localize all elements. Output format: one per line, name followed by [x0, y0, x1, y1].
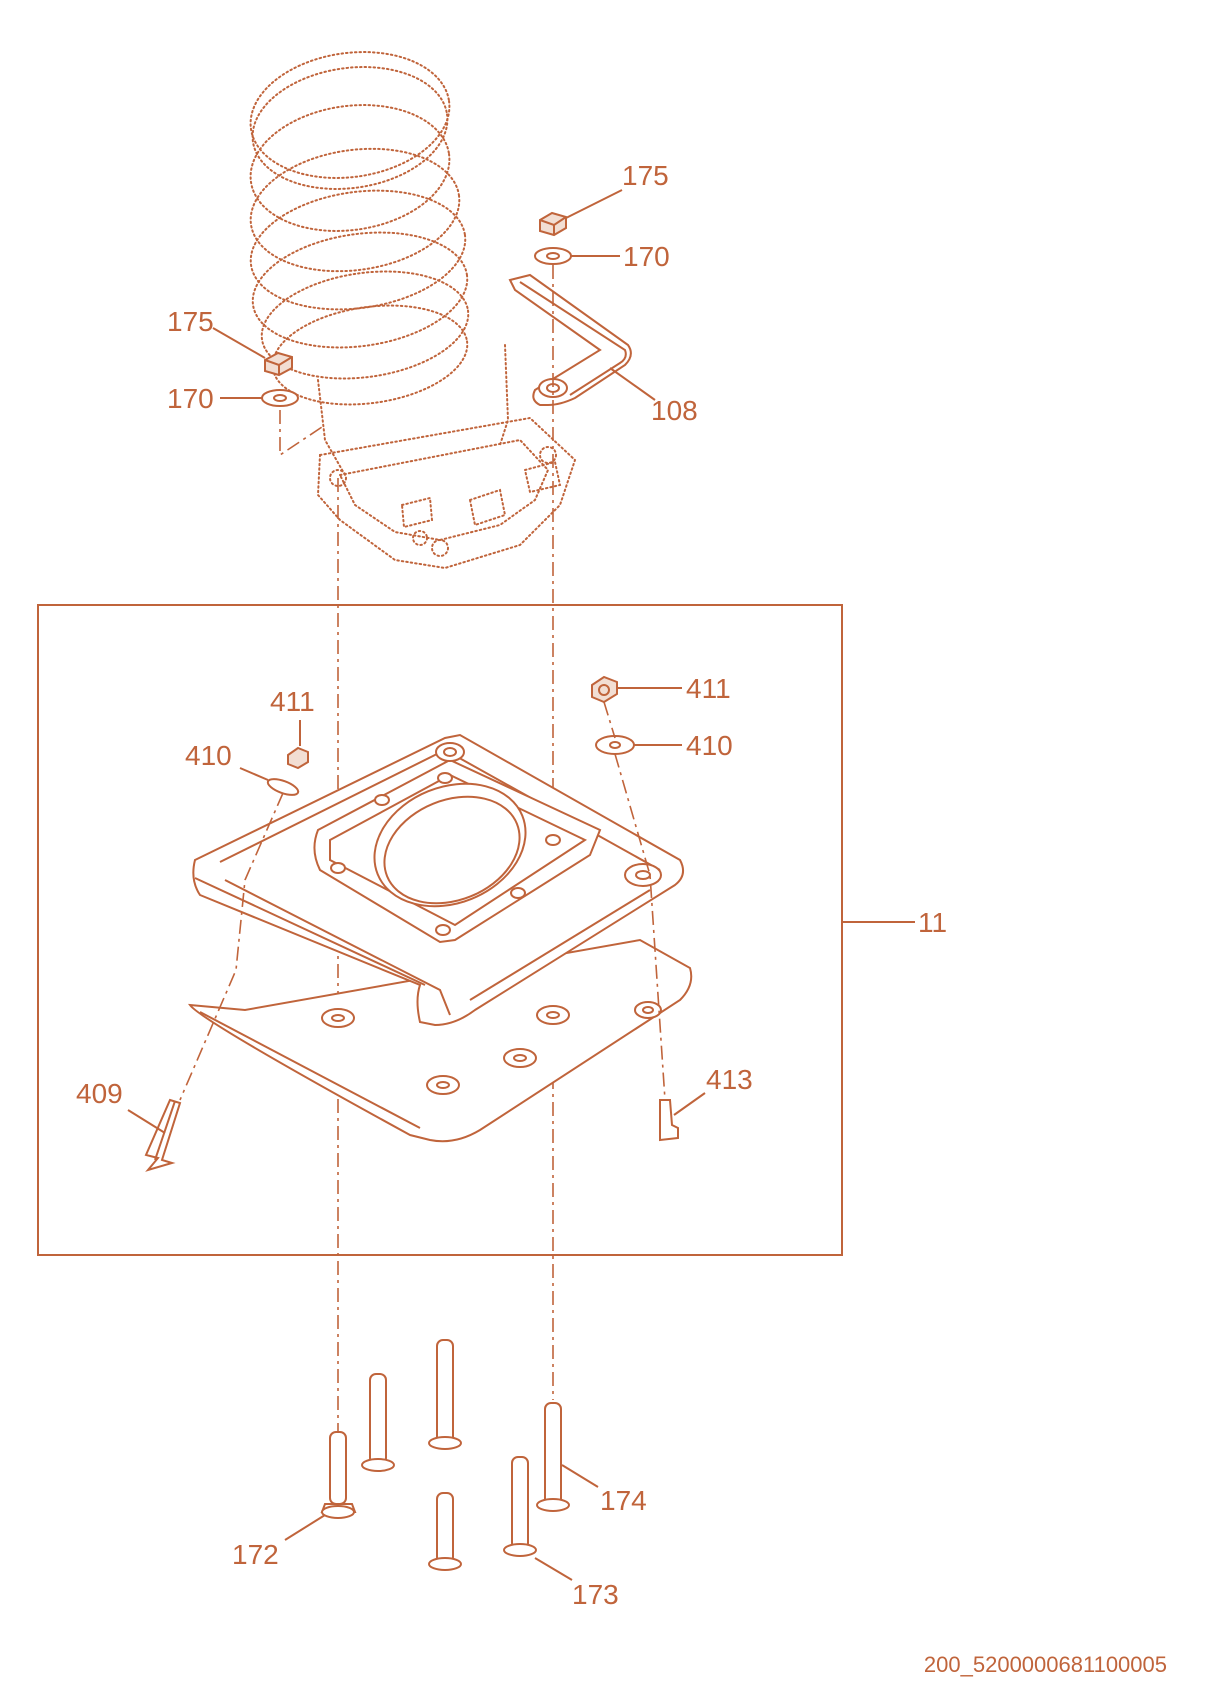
label-175-left: 175 — [167, 306, 214, 337]
bolt-174 — [536, 1402, 570, 1512]
label-410-left: 410 — [185, 740, 232, 771]
label-411-left: 411 — [270, 686, 315, 717]
bolt-extra-1 — [361, 1373, 395, 1472]
label-172: 172 — [232, 1539, 279, 1570]
bolt-extra-3 — [428, 1492, 462, 1571]
label-170-right: 170 — [623, 241, 670, 272]
bolt-173 — [503, 1456, 537, 1557]
screw-409 — [144, 1098, 182, 1172]
label-411-right: 411 — [686, 673, 731, 704]
washer-410-left — [266, 778, 300, 796]
bolt-172 — [320, 1431, 357, 1519]
label-170-left: 170 — [167, 383, 214, 414]
label-173: 173 — [572, 1579, 619, 1610]
label-108: 108 — [651, 395, 698, 426]
nut-175-right — [539, 211, 567, 237]
bolt-extra-2 — [428, 1339, 462, 1450]
nut-411-right — [591, 675, 618, 704]
washer-170-right — [534, 247, 572, 265]
mounting-plate — [187, 733, 693, 1143]
washer-170-left — [261, 389, 299, 407]
nut-175-left — [264, 351, 293, 377]
label-413: 413 — [706, 1064, 753, 1095]
washer-410-right — [595, 735, 635, 755]
leader-lines — [127, 189, 915, 1581]
nut-411-left — [287, 746, 309, 770]
label-409: 409 — [76, 1078, 123, 1109]
drawing-reference: 200_5200000681100005 — [924, 1652, 1167, 1677]
label-175-right: 175 — [622, 160, 669, 191]
bellows-assembly — [249, 51, 577, 570]
screw-413 — [659, 1099, 679, 1142]
group-box-11 — [37, 604, 843, 1256]
handle-108 — [508, 273, 632, 406]
label-11: 11 — [918, 907, 947, 938]
label-410-right: 410 — [686, 730, 733, 761]
label-174: 174 — [600, 1485, 647, 1516]
